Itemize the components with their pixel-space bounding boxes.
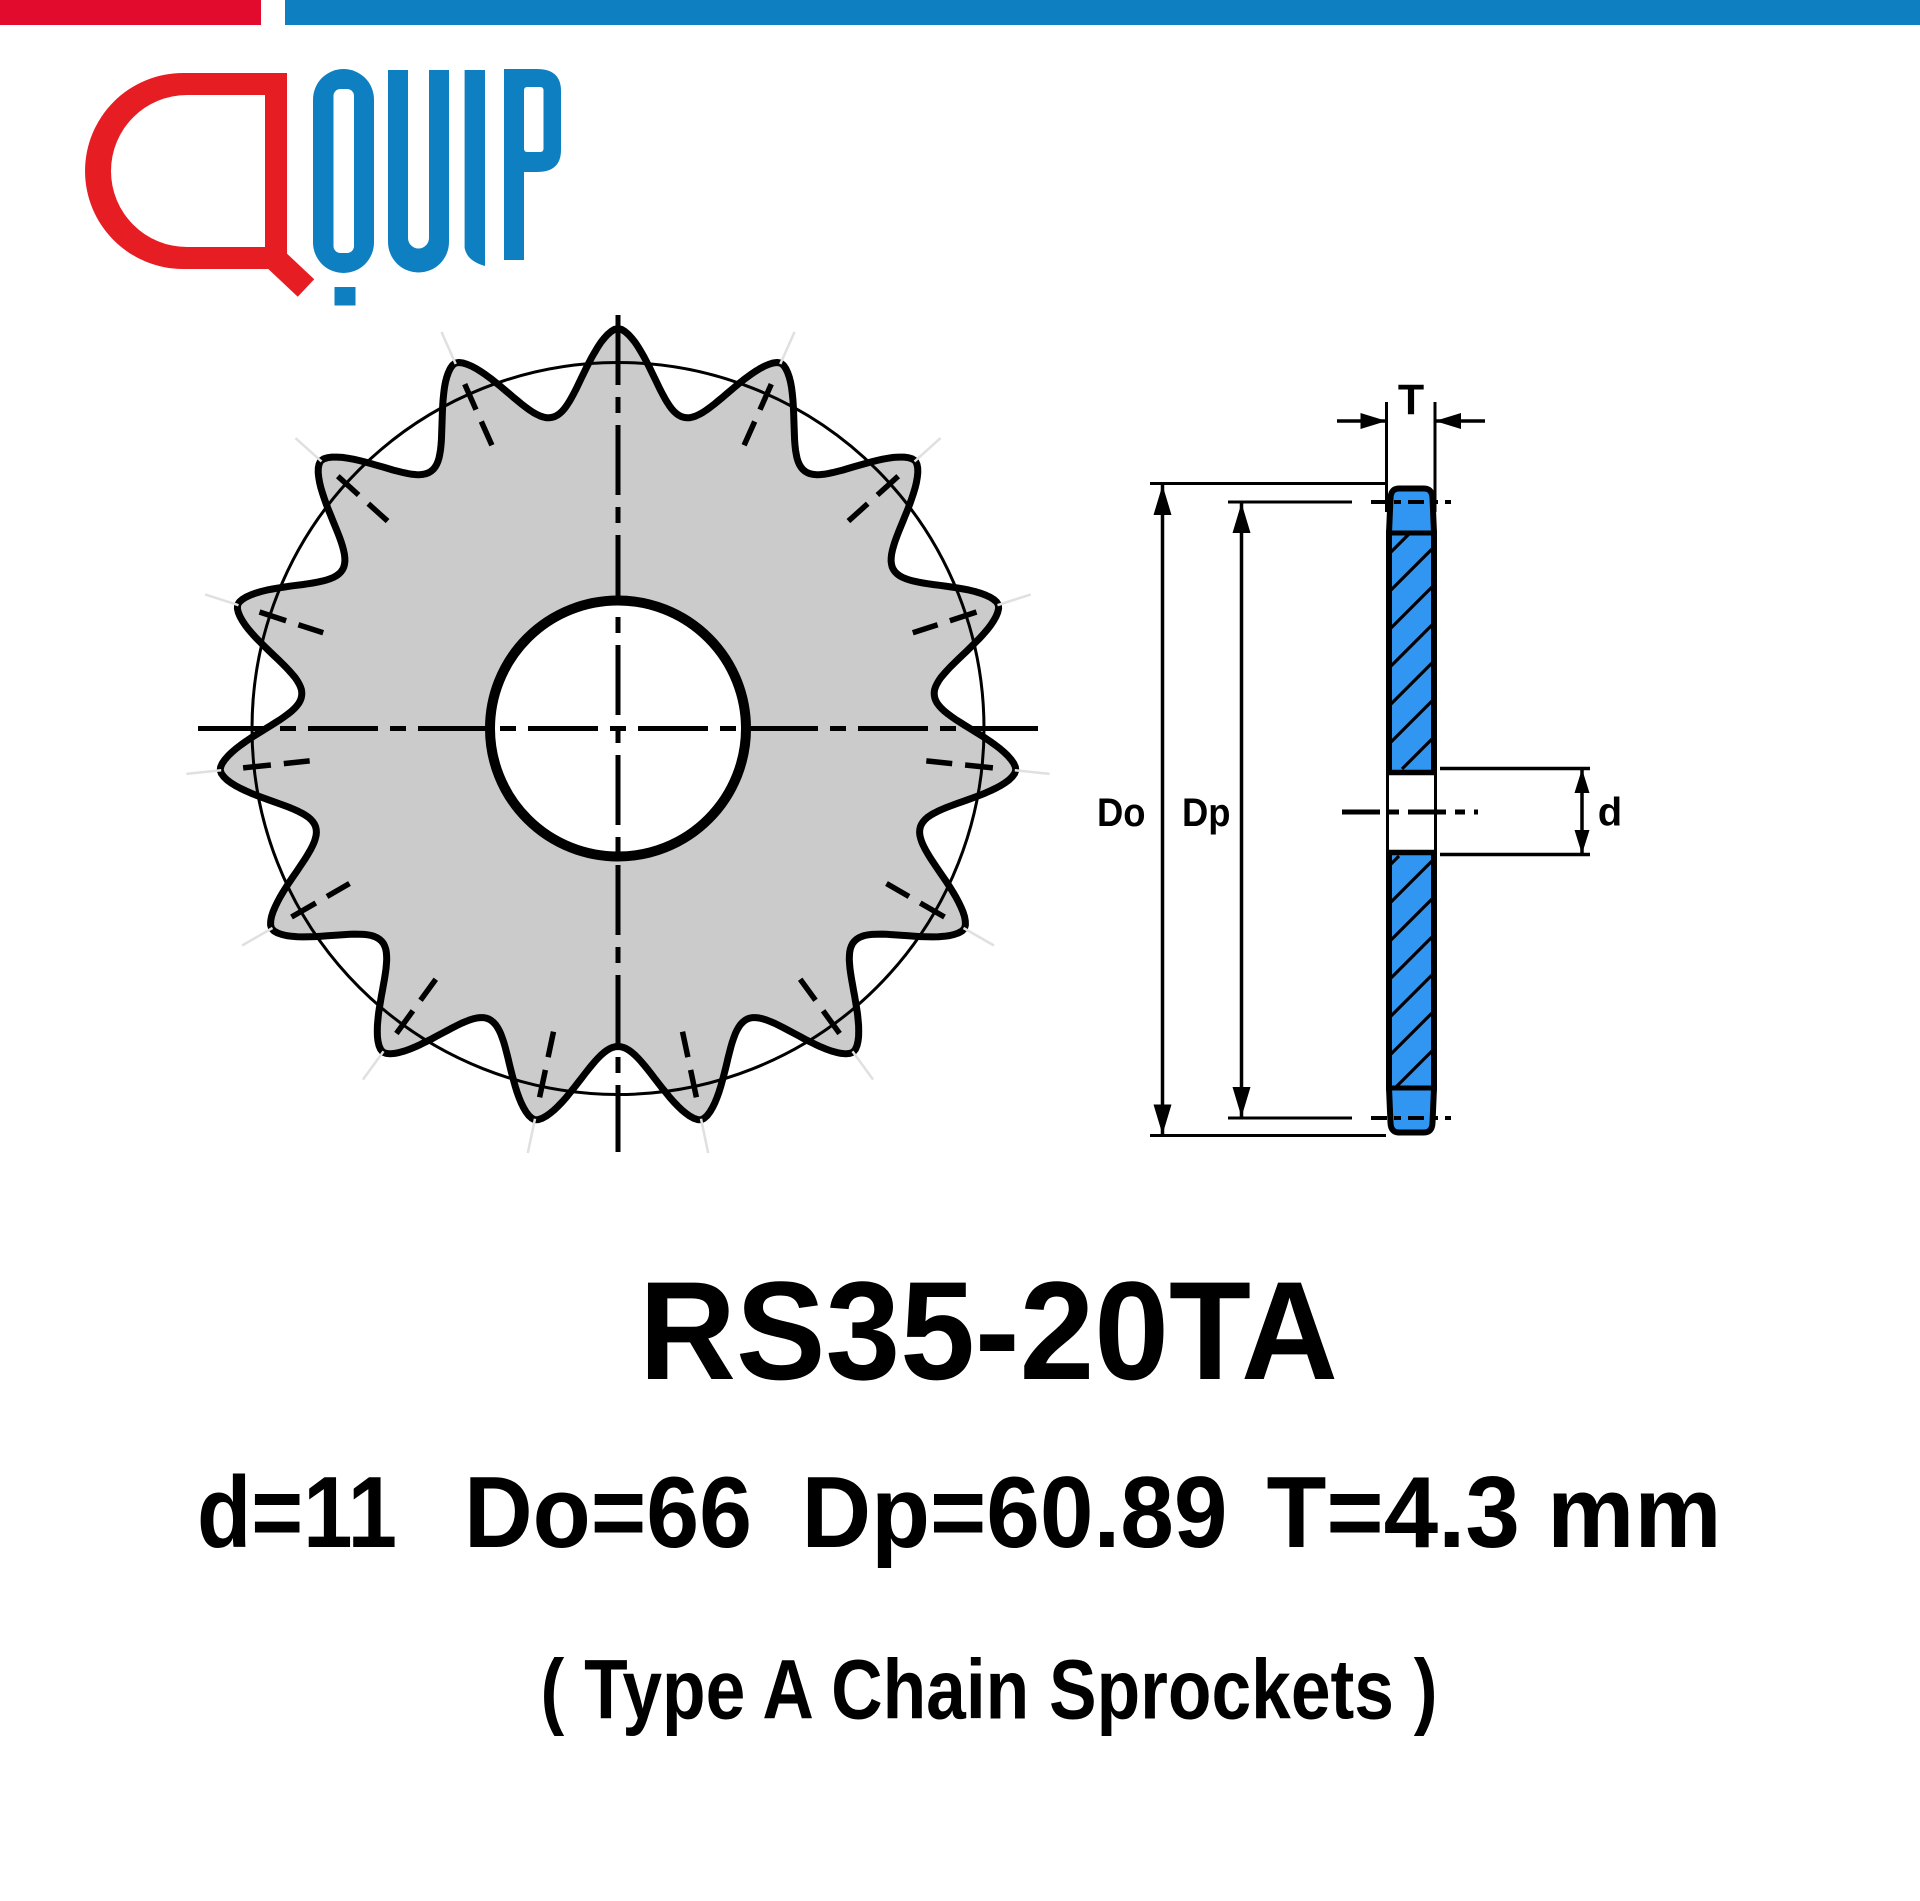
svg-text:d=11: d=11 bbox=[197, 1457, 397, 1569]
svg-text:Dp=60.89: Dp=60.89 bbox=[802, 1457, 1228, 1569]
svg-text:Do: Do bbox=[1097, 791, 1146, 835]
svg-text:RS35-20TA: RS35-20TA bbox=[639, 1252, 1338, 1409]
svg-text:Dp: Dp bbox=[1182, 791, 1231, 835]
svg-text:T=4.3 mm: T=4.3 mm bbox=[1267, 1457, 1722, 1569]
svg-text:d: d bbox=[1598, 791, 1622, 835]
svg-text:Do=66: Do=66 bbox=[464, 1457, 752, 1569]
svg-text:T: T bbox=[1398, 376, 1424, 424]
svg-text:( Type A Chain Sprockets ): ( Type A Chain Sprockets ) bbox=[541, 1643, 1438, 1737]
